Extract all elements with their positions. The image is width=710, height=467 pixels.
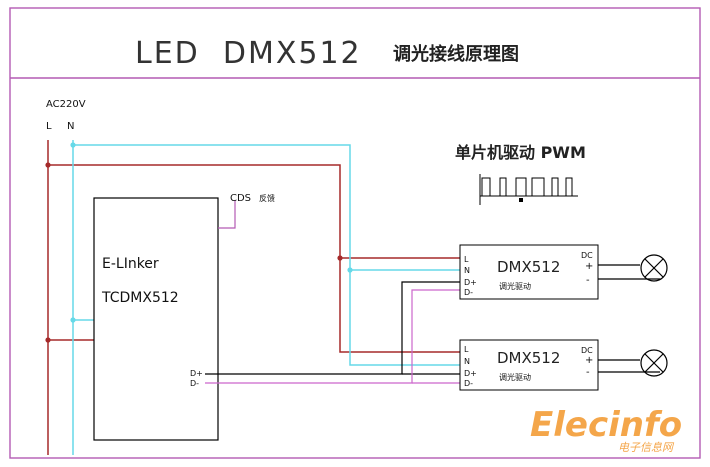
n-wire-junctions: [70, 142, 353, 323]
cds-wire: [218, 200, 236, 229]
svg-text:N: N: [464, 357, 470, 366]
outer-frame: [9, 7, 701, 459]
svg-text:L: L: [464, 255, 469, 264]
data-minus-wire: [205, 289, 462, 384]
svg-text:+: +: [585, 355, 593, 366]
driver-2: L N D+ D- DMX512 调光驱动 DC + -: [459, 339, 599, 391]
svg-text:调光驱动: 调光驱动: [499, 372, 531, 382]
title-cjk: 调光接线原理图: [393, 43, 519, 65]
controller-model: TCDMX512: [101, 290, 179, 306]
lamp-1-wiring: [598, 264, 661, 280]
power-n-label: N: [67, 121, 74, 132]
svg-text:DC: DC: [581, 346, 593, 355]
svg-text:调光驱动: 调光驱动: [499, 281, 531, 291]
title-latin: LED DMX512: [135, 36, 362, 71]
data-plus-wire: [205, 281, 462, 375]
driver-1: L N D+ D- DMX512 调光驱动 DC + -: [459, 244, 599, 300]
power-label: AC220V: [46, 99, 86, 110]
cds-label: CDS: [230, 193, 251, 204]
cds-sub-label: 反馈: [259, 193, 275, 203]
svg-text:-: -: [586, 367, 590, 378]
lamp-2-icon: [640, 349, 668, 377]
svg-text:DC: DC: [581, 251, 593, 260]
n-wire: [72, 140, 462, 455]
pwm-marker: [519, 198, 523, 202]
l-wire-junctions: [45, 162, 343, 343]
svg-text:L: L: [464, 345, 469, 354]
svg-text:DMX512: DMX512: [497, 258, 560, 276]
svg-text:DMX512: DMX512: [497, 349, 560, 367]
watermark-sub: 电子信息网: [618, 441, 675, 454]
svg-text:D-: D-: [464, 379, 473, 388]
controller-d-minus: D-: [190, 379, 199, 388]
pwm-waveform: [479, 174, 578, 205]
svg-text:-: -: [586, 275, 590, 286]
mcu-label: 单片机驱动 PWM: [455, 143, 586, 162]
controller-box: [93, 197, 219, 441]
lamp-1-icon: [640, 254, 668, 282]
lamp-2-wiring: [598, 359, 660, 373]
svg-text:D+: D+: [464, 278, 477, 287]
controller-name: E-LInker: [102, 256, 159, 272]
svg-text:D+: D+: [464, 369, 477, 378]
svg-text:D-: D-: [464, 288, 473, 297]
watermark-logo: Elecinfo: [530, 405, 682, 445]
controller-d-plus: D+: [190, 369, 203, 378]
power-l-label: L: [46, 121, 52, 132]
svg-text:+: +: [585, 261, 593, 272]
svg-text:N: N: [464, 266, 470, 275]
